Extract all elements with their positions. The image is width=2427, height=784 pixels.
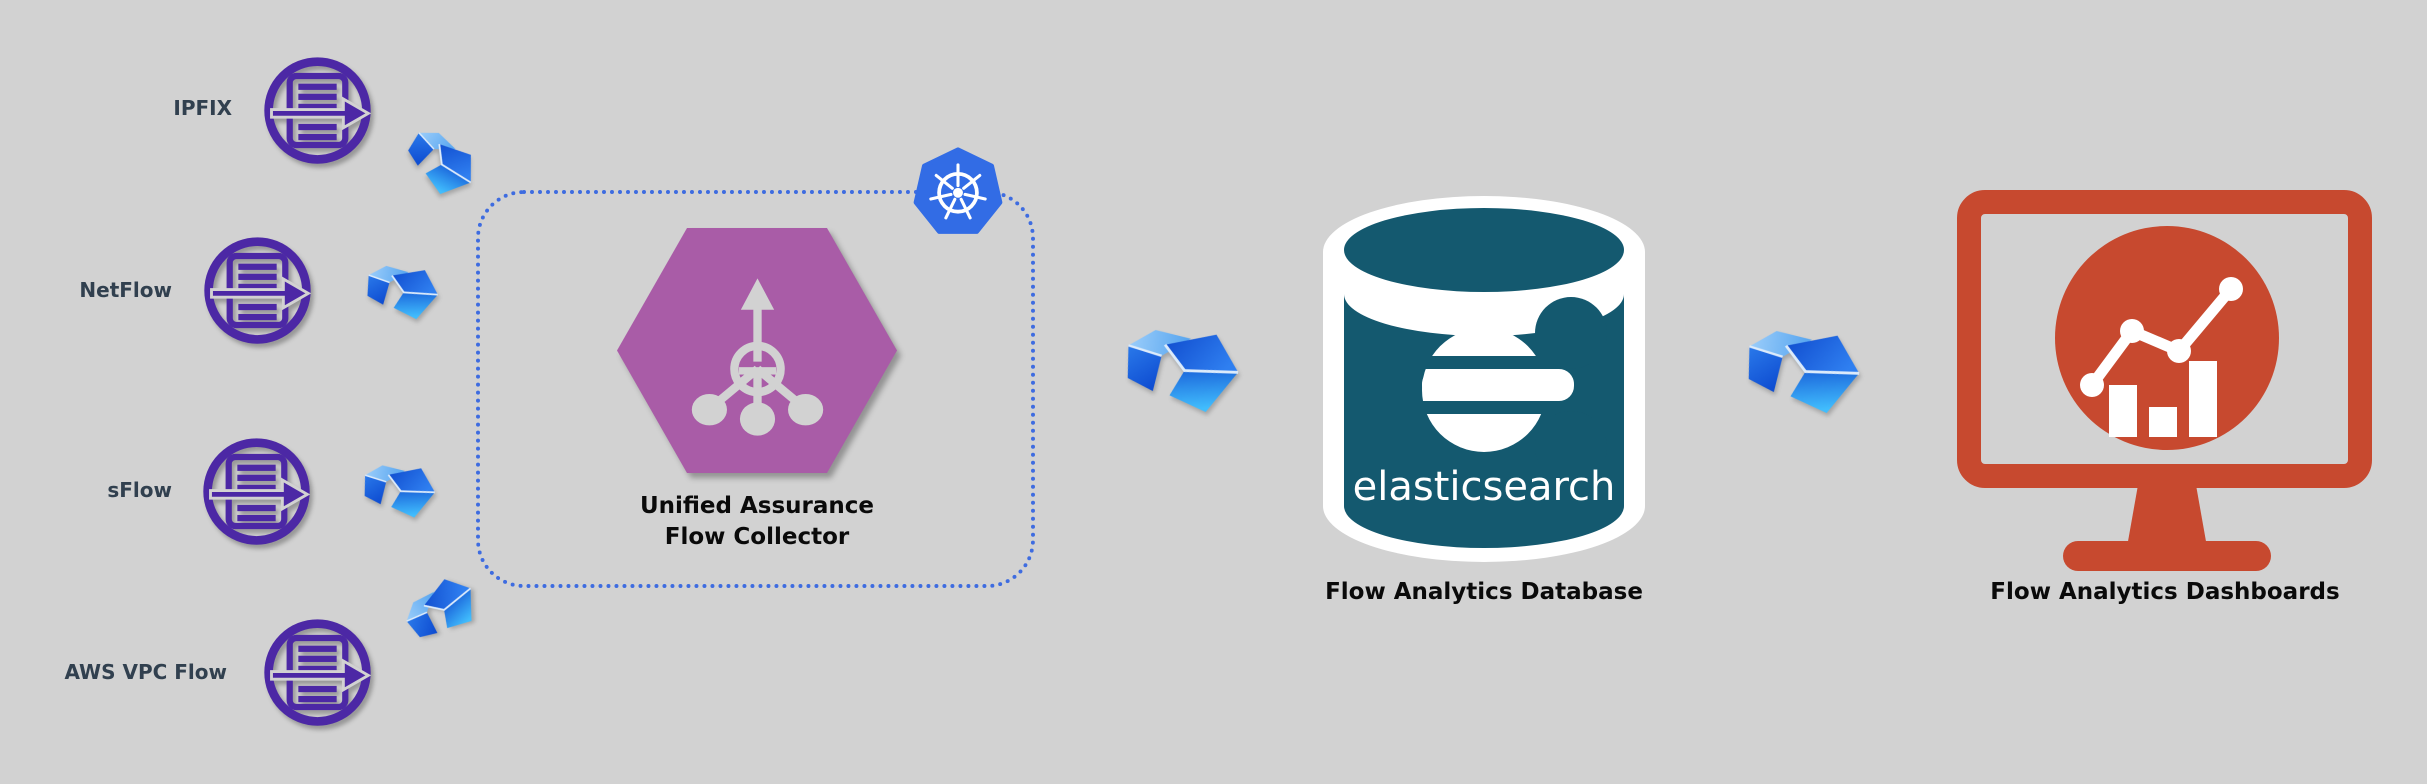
- flow-records-icon-ipfix: [260, 53, 375, 168]
- dashboards-label: Flow Analytics Dashboards: [1990, 579, 2340, 605]
- arrow-icon-database-to-dashboards: [1729, 313, 1868, 429]
- arrow-icon-netflow-to-collector: [354, 254, 444, 330]
- collector-distribution-icon: [691, 278, 823, 436]
- flow-records-icon-netflow: [200, 233, 315, 348]
- arrow-icon-ipfix-to-collector: [387, 112, 489, 211]
- flow-records-icon-sflow: [199, 434, 314, 549]
- database-label: Flow Analytics Database: [1325, 579, 1643, 605]
- elasticsearch-database-icon: elasticsearch: [1323, 196, 1645, 562]
- dashboards-monitor-icon: [1957, 190, 2372, 571]
- elasticsearch-logo-text: elasticsearch: [1353, 464, 1616, 510]
- line-chart-glyph: [2080, 277, 2243, 397]
- flow-collector-hexagon: [617, 228, 897, 473]
- bar-chart-glyph: [2109, 361, 2217, 437]
- collector-label: Unified Assurance Flow Collector: [557, 491, 957, 553]
- arrow-icon-collector-to-database: [1108, 312, 1247, 428]
- source-label-sflow: sFlow: [107, 478, 172, 502]
- collector-label-line1: Unified Assurance: [639, 493, 875, 519]
- kubernetes-container-outline: [476, 190, 1035, 588]
- source-label-aws-vpc-flow: AWS VPC Flow: [64, 660, 227, 684]
- source-label-netflow: NetFlow: [79, 278, 172, 302]
- collector-label-line2: Flow Collector: [664, 524, 850, 550]
- arrow-icon-aws-to-collector: [389, 564, 490, 660]
- flow-records-icon-aws-vpc-flow: [260, 615, 375, 730]
- arrow-icon-sflow-to-collector: [352, 454, 440, 528]
- source-label-ipfix: IPFIX: [173, 96, 232, 120]
- kubernetes-icon: [913, 147, 1003, 234]
